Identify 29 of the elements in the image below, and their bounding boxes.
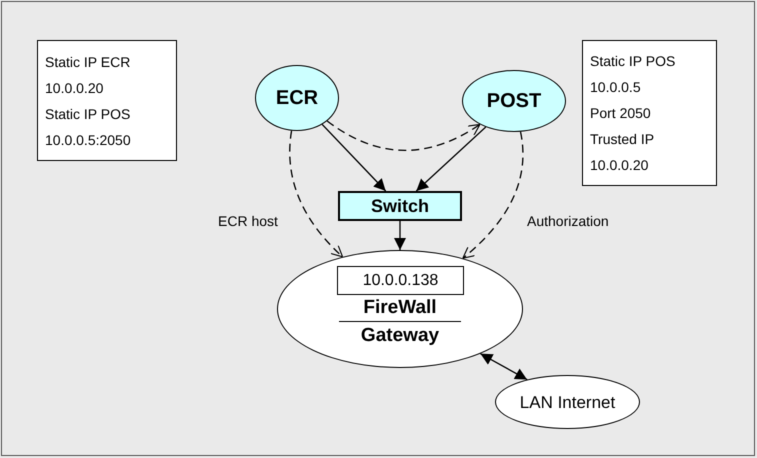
node-text: Static IP POS — [45, 104, 130, 124]
arrow — [394, 221, 406, 250]
node-text: Trusted IP — [590, 130, 654, 149]
node-text: Port 2050 — [590, 104, 651, 123]
arrow — [416, 126, 486, 192]
arrow — [480, 353, 528, 380]
node-text: 10.0.0.20 — [590, 156, 648, 175]
note-box — [582, 40, 717, 186]
flow-label: Authorization — [527, 212, 609, 231]
node-text: 10.0.0.5 — [590, 78, 641, 97]
node-text: 10.0.0.5:2050 — [45, 130, 131, 150]
note-box — [37, 40, 177, 161]
dashed-arrow — [289, 130, 344, 258]
node-text: Gateway — [338, 321, 462, 349]
node-text: Switch — [370, 194, 429, 218]
node-text: FireWall — [363, 296, 437, 320]
dashed-arrow — [462, 132, 524, 259]
node-text: POST — [486, 89, 542, 114]
arrow — [322, 124, 386, 192]
dashed-arrow — [326, 120, 480, 151]
node-text: LAN Internet — [520, 392, 616, 412]
node-text: Static IP ECR — [45, 52, 130, 72]
ip-box — [337, 266, 464, 295]
node-text: 10.0.0.20 — [45, 78, 104, 98]
node-text: Static IP POS — [590, 52, 676, 71]
node-text: 10.0.0.138 — [362, 271, 438, 291]
node-text: ECR — [276, 86, 318, 111]
flow-label: ECR host — [218, 212, 278, 231]
switch-box — [338, 191, 462, 221]
